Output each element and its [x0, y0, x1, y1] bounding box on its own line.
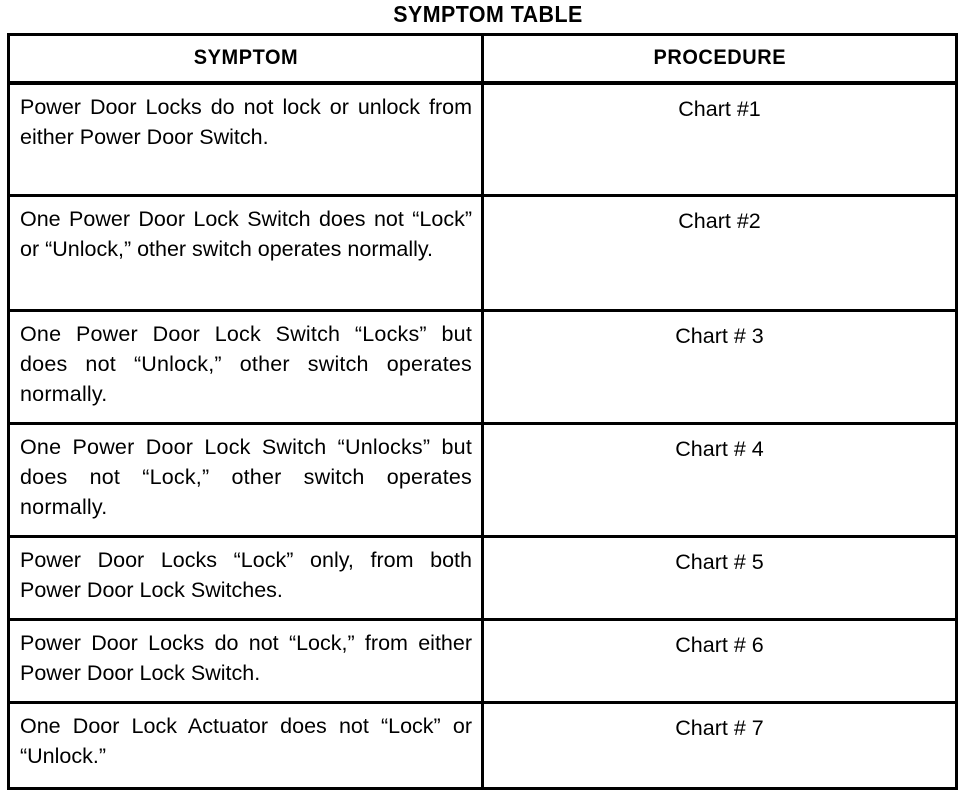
symptom-text: One Power Door Lock Switch “Unlocks” but… [20, 434, 472, 519]
symptom-text: One Power Door Lock Switch does not “Loc… [20, 207, 472, 262]
procedure-text: Chart # 4 [675, 436, 764, 461]
symptom-text: One Power Door Lock Switch “Locks” but d… [20, 321, 472, 406]
symptom-text: One Door Lock Actuator does not “Lock” o… [20, 714, 472, 768]
symptom-cell: Power Door Locks do not “Lock,” from eit… [8, 619, 484, 704]
procedure-text: Chart # 6 [675, 633, 764, 658]
column-header-symptom: SYMPTOM [8, 34, 484, 85]
procedure-text: Chart # 5 [675, 550, 764, 575]
procedure-cell: Chart # 6 [482, 619, 957, 704]
procedure-cell: Chart # 7 [482, 702, 957, 789]
symptom-cell: One Door Lock Actuator does not “Lock” o… [8, 702, 484, 789]
column-header-procedure: PROCEDURE [482, 34, 957, 85]
table-row: One Power Door Lock Switch “Unlocks” but… [8, 423, 957, 539]
procedure-cell: Chart #2 [482, 195, 957, 312]
procedure-text: Chart #1 [678, 96, 761, 121]
table-row: Power Door Locks do not lock or unlock f… [8, 82, 957, 198]
table-row: Power Door Locks do not “Lock,” from eit… [8, 619, 957, 704]
table-row: One Power Door Lock Switch does not “Loc… [8, 195, 957, 312]
table-body: Power Door Locks do not lock or unlock f… [8, 82, 957, 789]
symptom-cell: One Power Door Lock Switch “Unlocks” but… [8, 423, 484, 539]
table-row: One Door Lock Actuator does not “Lock” o… [8, 702, 957, 789]
symptom-text: Power Door Locks “Lock” only, from both … [20, 548, 472, 603]
procedure-text: Chart #2 [678, 209, 761, 234]
procedure-cell: Chart # 5 [482, 536, 957, 622]
procedure-text: Chart # 7 [675, 716, 764, 740]
header-row: SYMPTOM PROCEDURE [8, 34, 957, 85]
table-row: Power Door Locks “Lock” only, from both … [8, 536, 957, 622]
procedure-cell: Chart # 3 [482, 310, 957, 425]
symptom-cell: Power Door Locks “Lock” only, from both … [8, 536, 484, 622]
column-header-symptom-label: SYMPTOM [193, 46, 298, 70]
symptom-table: SYMPTOM PROCEDURE Power Door Locks do no… [7, 33, 958, 790]
symptom-text: Power Door Locks do not “Lock,” from eit… [20, 631, 472, 686]
symptom-cell: Power Door Locks do not lock or unlock f… [8, 82, 484, 198]
table-row: One Power Door Lock Switch “Locks” but d… [8, 310, 957, 425]
column-header-procedure-label: PROCEDURE [653, 46, 786, 70]
procedure-cell: Chart # 4 [482, 423, 957, 539]
page-title: SYMPTOM TABLE [393, 1, 583, 27]
table-header: SYMPTOM PROCEDURE [8, 34, 957, 85]
symptom-cell: One Power Door Lock Switch does not “Loc… [8, 195, 484, 312]
symptom-cell: One Power Door Lock Switch “Locks” but d… [8, 310, 484, 425]
symptom-text: Power Door Locks do not lock or unlock f… [20, 94, 472, 149]
procedure-cell: Chart #1 [482, 82, 957, 198]
procedure-text: Chart # 3 [675, 323, 764, 348]
